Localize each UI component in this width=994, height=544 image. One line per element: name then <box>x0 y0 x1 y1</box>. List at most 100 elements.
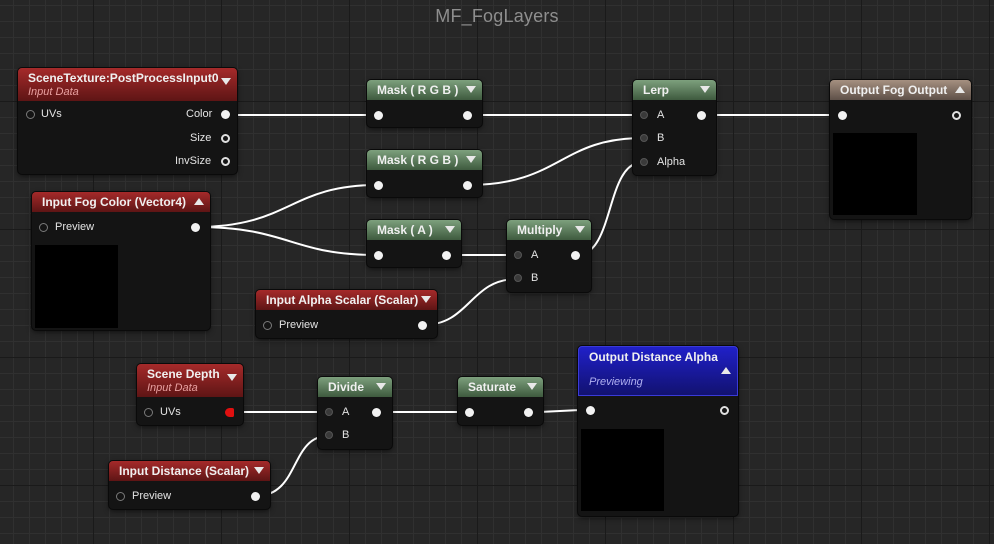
output-fog-header[interactable]: Output Fog Output <box>830 80 971 100</box>
fog-color-output-pin[interactable] <box>191 223 200 232</box>
chevron-up-icon[interactable] <box>955 86 965 93</box>
mask-input-pin[interactable] <box>374 251 383 260</box>
graph-title: MF_FogLayers <box>435 6 559 26</box>
mask-output-pin[interactable] <box>463 111 472 120</box>
lerp-a-pin[interactable] <box>640 111 648 119</box>
mask-rgb-header[interactable]: Mask ( R G B ) <box>367 150 482 170</box>
output-fog-output-pin[interactable] <box>952 111 961 120</box>
preview-status: Previewing <box>589 376 643 388</box>
preview-label: Preview <box>55 221 95 233</box>
preview-toggle-pin[interactable] <box>116 492 125 501</box>
color-output-pin[interactable] <box>221 110 230 119</box>
uvs-label: UVs <box>160 406 181 418</box>
preview-label: Preview <box>132 490 172 502</box>
input-fog-color-node[interactable]: Input Fog Color (Vector4) Preview <box>32 192 210 330</box>
mask-rgb-node-2[interactable]: Mask ( R G B ) <box>367 150 482 197</box>
distance-alpha-input-pin[interactable] <box>586 406 595 415</box>
output-fog-node[interactable]: Output Fog Output <box>830 80 971 219</box>
divide-a-label: A <box>342 406 350 418</box>
mask-rgb-node-1[interactable]: Mask ( R G B ) <box>367 80 482 127</box>
divide-node[interactable]: Divide A B <box>318 377 392 449</box>
mask-output-pin[interactable] <box>442 251 451 260</box>
size-output-pin[interactable] <box>221 134 230 143</box>
chevron-up-icon[interactable] <box>194 198 204 205</box>
output-distance-alpha-header[interactable]: Output Distance Alpha Previewing <box>578 346 738 396</box>
distance-output-pin[interactable] <box>251 492 260 501</box>
chevron-down-icon[interactable] <box>466 156 476 163</box>
chevron-down-icon[interactable] <box>254 467 264 474</box>
saturate-output-pin[interactable] <box>524 408 533 417</box>
lerp-alpha-pin[interactable] <box>640 158 648 166</box>
invsize-label: InvSize <box>175 155 212 167</box>
mask-input-pin[interactable] <box>374 181 383 190</box>
preview-toggle-pin[interactable] <box>263 321 272 330</box>
saturate-header[interactable]: Saturate <box>458 377 543 397</box>
uvs-input-pin[interactable] <box>144 408 153 417</box>
mask-input-pin[interactable] <box>374 111 383 120</box>
scene-depth-node[interactable]: Scene Depth Input Data UVs <box>137 364 243 425</box>
node-subtitle: Input Data <box>28 86 79 98</box>
divide-b-pin[interactable] <box>325 431 333 439</box>
chevron-up-icon[interactable] <box>721 367 731 374</box>
divide-output-pin[interactable] <box>372 408 381 417</box>
input-distance-header[interactable]: Input Distance (Scalar) <box>109 461 270 481</box>
chevron-down-icon[interactable] <box>700 86 710 93</box>
wire-mask2-to-lerp-b <box>467 137 644 186</box>
chevron-down-icon[interactable] <box>376 383 386 390</box>
chevron-down-icon[interactable] <box>421 296 431 303</box>
scene-texture-header[interactable]: SceneTexture:PostProcessInput0 Input Dat… <box>18 68 237 101</box>
lerp-header[interactable]: Lerp <box>633 80 716 100</box>
uvs-input-pin[interactable] <box>26 110 35 119</box>
scene-texture-node[interactable]: SceneTexture:PostProcessInput0 Input Dat… <box>18 68 237 174</box>
node-title: Output Fog Output <box>840 83 948 97</box>
multiply-header[interactable]: Multiply <box>507 220 591 240</box>
divide-a-pin[interactable] <box>325 408 333 416</box>
lerp-b-pin[interactable] <box>640 134 648 142</box>
mask-rgb-header[interactable]: Mask ( R G B ) <box>367 80 482 100</box>
mask-a-header[interactable]: Mask ( A ) <box>367 220 461 240</box>
node-title: Mask ( A ) <box>377 223 433 237</box>
invsize-output-pin[interactable] <box>221 157 230 166</box>
chevron-down-icon[interactable] <box>221 78 231 85</box>
input-fog-color-header[interactable]: Input Fog Color (Vector4) <box>32 192 210 212</box>
input-distance-node[interactable]: Input Distance (Scalar) Preview <box>109 461 270 509</box>
mask-a-node[interactable]: Mask ( A ) <box>367 220 461 267</box>
lerp-output-pin[interactable] <box>697 111 706 120</box>
multiply-node[interactable]: Multiply A B <box>507 220 591 292</box>
chevron-down-icon[interactable] <box>445 226 455 233</box>
chevron-down-icon[interactable] <box>227 374 237 381</box>
multiply-a-pin[interactable] <box>514 251 522 259</box>
input-alpha-scalar-header[interactable]: Input Alpha Scalar (Scalar) <box>256 290 437 310</box>
size-label: Size <box>190 132 212 144</box>
node-subtitle: Input Data <box>147 382 198 394</box>
chevron-down-icon[interactable] <box>466 86 476 93</box>
multiply-a-label: A <box>531 249 539 261</box>
distance-alpha-preview <box>581 429 664 511</box>
depth-output-pin[interactable] <box>225 408 234 417</box>
multiply-b-pin[interactable] <box>514 274 522 282</box>
chevron-down-icon[interactable] <box>575 226 585 233</box>
multiply-output-pin[interactable] <box>571 251 580 260</box>
preview-toggle-pin[interactable] <box>39 223 48 232</box>
color-label: Color <box>186 108 213 120</box>
node-title: Multiply <box>517 223 563 237</box>
alpha-scalar-output-pin[interactable] <box>418 321 427 330</box>
divide-header[interactable]: Divide <box>318 377 392 397</box>
output-distance-alpha-node[interactable]: Output Distance Alpha Previewing <box>578 346 738 516</box>
scene-depth-header[interactable]: Scene Depth Input Data <box>137 364 243 397</box>
node-title: Input Alpha Scalar (Scalar) <box>266 293 419 307</box>
saturate-input-pin[interactable] <box>465 408 474 417</box>
output-fog-input-pin[interactable] <box>838 111 847 120</box>
node-title: Mask ( R G B ) <box>377 153 459 167</box>
input-alpha-scalar-node[interactable]: Input Alpha Scalar (Scalar) Preview <box>256 290 437 338</box>
mask-output-pin[interactable] <box>463 181 472 190</box>
node-title: Input Fog Color (Vector4) <box>42 195 186 209</box>
chevron-down-icon[interactable] <box>527 383 537 390</box>
lerp-node[interactable]: Lerp A B Alpha <box>633 80 716 175</box>
multiply-b-label: B <box>531 272 539 284</box>
wire-alphascalar-to-mult-b <box>422 278 518 326</box>
distance-alpha-output-pin[interactable] <box>720 406 729 415</box>
saturate-node[interactable]: Saturate <box>458 377 543 425</box>
lerp-alpha-label: Alpha <box>657 156 686 168</box>
node-title: Scene Depth <box>147 367 220 381</box>
